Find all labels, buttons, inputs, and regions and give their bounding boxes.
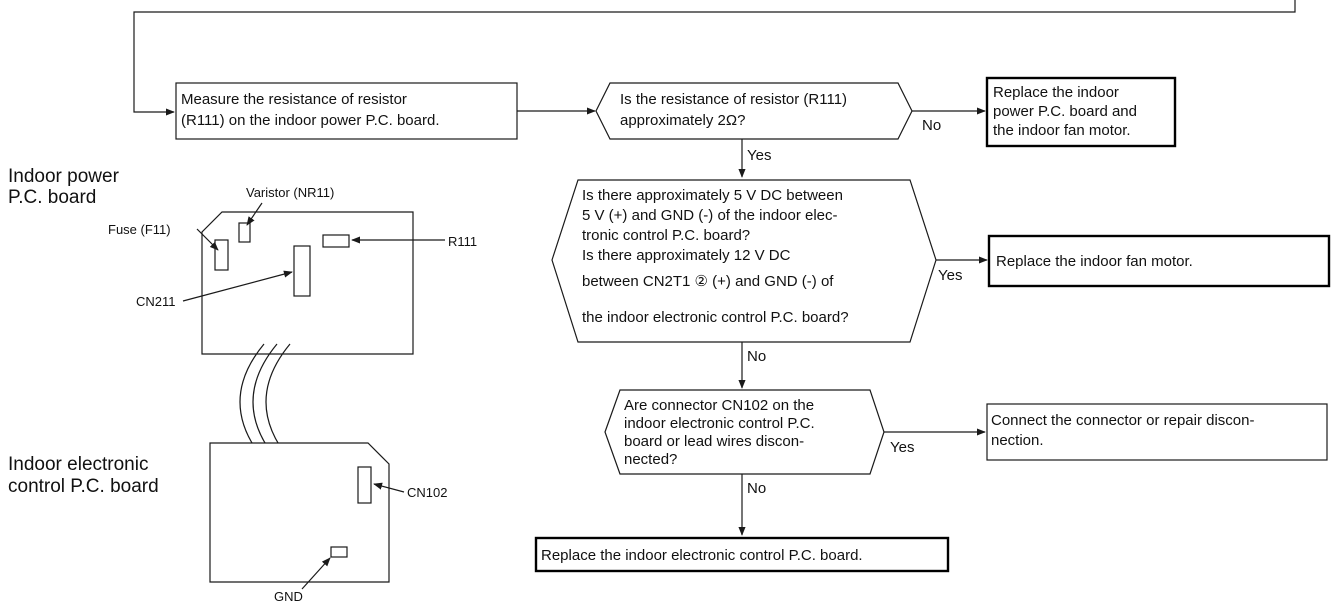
connect-line-1: Connect the connector or repair discon- [991, 412, 1254, 429]
power-board-title-line-2: P.C. board [8, 187, 96, 208]
q-connector-line-4: nected? [624, 451, 677, 468]
cn211-pointer [182, 270, 293, 302]
r111-label: R111 [448, 234, 477, 249]
replace-control-text: Replace the indoor electronic control P.… [541, 547, 863, 564]
q-voltage-line-1: Is there approximately 5 V DC between [582, 187, 843, 204]
q-resistance-line-1: Is the resistance of resistor (R111) [620, 91, 847, 108]
gnd-label: GND [274, 589, 303, 601]
yes-label-2: Yes [938, 267, 962, 284]
gnd-component [330, 546, 348, 558]
q-voltage-line-3: tronic control P.C. board? [582, 227, 750, 244]
decision-voltage: Is there approximately 5 V DC between 5 … [551, 179, 937, 343]
gnd-pointer [301, 557, 331, 590]
replace-board-motor-line-3: the indoor fan motor. [993, 122, 1131, 139]
measure-line-2: (R111) on the indoor power P.C. board. [181, 112, 440, 129]
replace-board-motor-line-1: Replace the indoor [993, 84, 1119, 101]
decision-resistance: Is the resistance of resistor (R111) app… [595, 82, 913, 140]
r111-component [322, 234, 350, 248]
replace-control-board-step: Replace the indoor electronic control P.… [534, 536, 950, 573]
cn102-pointer [373, 482, 405, 493]
q-voltage-line-5: between CN2T1 ② (+) and GND (-) of [582, 273, 834, 290]
no-label-2: No [747, 348, 766, 365]
measure-step: Measure the resistance of resistor (R111… [175, 82, 518, 140]
control-board-title-line-2: control P.C. board [8, 476, 159, 497]
fuse-pointer [196, 228, 219, 251]
decision-connector: Are connector CN102 on the indoor electr… [604, 389, 885, 475]
power-board-illustration [201, 211, 414, 355]
loop-connector [133, 0, 1296, 116]
replace-motor-text: Replace the indoor fan motor. [996, 253, 1193, 270]
no-label-1: No [922, 117, 941, 134]
varistor-label: Varistor (NR11) [246, 185, 334, 200]
no-label-3: No [747, 480, 766, 497]
connect-line-2: nection. [991, 432, 1044, 449]
replace-motor-step: Replace the indoor fan motor. [987, 234, 1331, 288]
yes-label-1: Yes [747, 147, 771, 164]
measure-line-1: Measure the resistance of resistor [181, 91, 407, 108]
cn102-component [357, 466, 372, 504]
fuse-component [214, 239, 229, 271]
q-voltage-line-2: 5 V (+) and GND (-) of the indoor elec- [582, 207, 838, 224]
cn211-component [293, 245, 311, 297]
q-voltage-line-6: the indoor electronic control P.C. board… [582, 309, 849, 326]
q-resistance-line-2: approximately 2Ω? [620, 112, 745, 129]
replace-board-motor-line-2: power P.C. board and [993, 103, 1137, 120]
replace-board-motor-step: Replace the indoor power P.C. board and … [985, 76, 1177, 148]
q-connector-line-2: indoor electronic control P.C. [624, 415, 815, 432]
yes-label-3: Yes [890, 439, 914, 456]
cn102-label: CN102 [407, 485, 447, 500]
q-connector-line-1: Are connector CN102 on the [624, 397, 814, 414]
control-board-title-line-1: Indoor electronic [8, 454, 148, 475]
cn211-label: CN211 [136, 294, 176, 309]
power-board-title-line-1: Indoor power [8, 166, 120, 187]
q-voltage-line-4: Is there approximately 12 V DC [582, 247, 791, 264]
control-board-illustration [209, 442, 390, 583]
fuse-label: Fuse (F11) [108, 222, 171, 237]
varistor-pointer [246, 202, 263, 226]
varistor-component [238, 222, 251, 243]
connect-step: Connect the connector or repair discon- … [986, 403, 1328, 461]
q-connector-line-3: board or lead wires discon- [624, 433, 804, 450]
